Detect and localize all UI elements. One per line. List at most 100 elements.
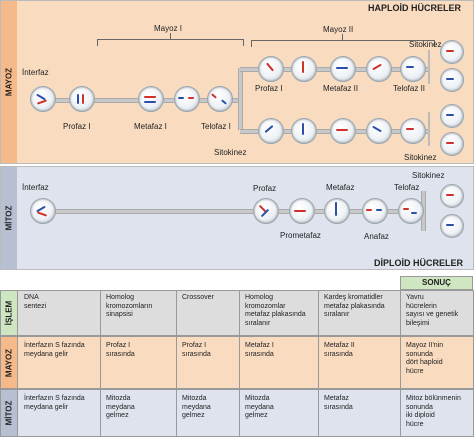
mitosis-side-label: MİTOZ	[1, 167, 17, 269]
table-cell: Kardeş kromatidler metafaz plakasında sı…	[324, 294, 385, 318]
profaz2-label: Profaz I	[255, 84, 283, 93]
col-divider	[176, 290, 177, 437]
mayoz2-bracket-tick	[342, 34, 343, 40]
table-cell: Metafaz II sırasında	[324, 342, 355, 358]
prometafaz-label: Prometafaz	[280, 231, 321, 240]
haploid-title: HAPLOİD HÜCRELER	[368, 3, 462, 13]
anafaz2-top-cell	[330, 56, 356, 82]
haploid-cell	[440, 68, 464, 92]
table-cell: Homolog kromozomların sinapsisi	[106, 294, 153, 318]
row-mayoz-label: MAYOZ	[1, 337, 17, 388]
mitosis-interfaz-label: İnterfaz	[22, 183, 49, 192]
chromosome	[446, 224, 454, 226]
chromosome	[336, 67, 348, 69]
haploid-bracket-bottom	[428, 112, 430, 146]
chromosome	[178, 97, 184, 99]
chromosome	[336, 129, 348, 131]
profaz-label: Profaz	[253, 184, 277, 193]
sitokinez-mid-label: Sitokinez	[214, 148, 247, 157]
table-cell: Mitozda meydana gelmez	[245, 395, 274, 419]
profaz1-label: Profaz I	[63, 122, 91, 131]
chromosome	[82, 94, 84, 104]
table-cell: Mitozda meydana gelmez	[106, 395, 135, 419]
metafaz2-top-cell	[291, 56, 317, 82]
row-islem	[0, 290, 474, 336]
table-cell: Homolog kromozomlar metafaz plakasında s…	[245, 294, 306, 327]
mitosis-interfaz-cell	[30, 198, 56, 224]
sitokinez-mitosis-label: Sitokinez	[412, 171, 445, 180]
mayoz2-label: Mayoz II	[323, 25, 354, 34]
table-cell: Crossover	[182, 294, 214, 301]
telofaz2-top-cell-b	[400, 56, 426, 82]
haploid-cell	[440, 132, 464, 156]
chromosome	[406, 66, 414, 68]
diploid-cell	[440, 214, 464, 238]
mitosis-panel	[0, 166, 474, 270]
col-divider	[239, 290, 240, 437]
chromosome	[302, 61, 304, 73]
mayoz2-bracket-left	[251, 40, 252, 47]
col-divider	[400, 276, 401, 437]
table-cell: Mayoz II'nin sonunda dört haploid hücre	[406, 342, 444, 375]
chromosome	[376, 209, 382, 211]
table-cell: Mitozda meydana gelmez	[182, 395, 211, 419]
mayoz1-bracket-left	[97, 39, 98, 46]
row-mayoz	[0, 336, 474, 389]
telofaz-cell	[398, 198, 424, 224]
mayoz2-bracket	[251, 40, 435, 41]
chromosome	[411, 212, 417, 214]
metafaz1-cell	[138, 86, 164, 112]
row-islem-label: İŞLEM	[1, 291, 17, 335]
metafaz2-label: Metafaz II	[323, 84, 359, 93]
anafaz-cell	[362, 198, 388, 224]
anafaz2-bottom-cell	[330, 118, 356, 144]
chromosome	[446, 78, 454, 80]
table-cell: İnterfazın S fazında meydana gelir	[24, 395, 85, 411]
chromosome	[188, 97, 194, 99]
table-cell: Mitoz bölünmenin sonunda iki diploid hüc…	[406, 395, 461, 428]
mitosis-arrow	[52, 209, 422, 214]
chromosome	[335, 202, 337, 216]
chromosome	[446, 142, 454, 144]
meiosis-split-v	[238, 68, 243, 130]
chromosome	[446, 194, 454, 196]
metafaz-cell	[324, 198, 350, 224]
sonuc-header-text: SONUÇ	[422, 278, 451, 287]
chromosome	[302, 123, 304, 135]
mayoz1-bracket-right	[243, 39, 244, 46]
haploid-bracket-top	[428, 50, 430, 84]
chromosome	[366, 209, 372, 211]
col-divider	[318, 290, 319, 437]
chromosome	[144, 101, 156, 103]
table-cell: Metafaz I sırasında	[245, 342, 274, 358]
col-divider	[17, 290, 18, 437]
telofaz1-label: Telofaz I	[201, 122, 231, 131]
mayoz1-bracket-tick	[170, 33, 171, 39]
haploid-cell	[440, 40, 464, 64]
chromosome	[403, 208, 409, 210]
meiosis-interfaz-label: İnterfaz	[22, 68, 49, 77]
telofaz2-bottom-cell-b	[400, 118, 426, 144]
table-cell: Profaz I sırasında	[182, 342, 211, 358]
metafaz2-bottom-cell	[291, 118, 317, 144]
table-cell: DNA sentezi	[24, 294, 47, 310]
mayoz1-bracket	[97, 39, 244, 40]
telofaz2-top-cell	[366, 56, 392, 82]
telofaz1-cell	[207, 86, 233, 112]
chromosome	[446, 114, 454, 116]
telofaz-label: Telofaz	[394, 183, 420, 192]
mayoz2-bracket-right	[434, 40, 435, 47]
chromosome	[77, 94, 79, 104]
table-cell: Profaz I sırasında	[106, 342, 135, 358]
meiosis-side-label: MAYOZ	[1, 1, 17, 163]
telofaz2-label: Telofaz II	[393, 84, 426, 93]
diploid-title: DİPLOİD HÜCRELER	[374, 258, 464, 268]
sitokinez-bottom-label: Sitokinez	[404, 153, 437, 162]
meiosis-panel	[0, 0, 474, 164]
chromosome	[406, 128, 414, 130]
row-mitoz	[0, 389, 474, 437]
chromosome	[144, 96, 156, 98]
chromosome	[446, 50, 454, 52]
table-cell: Metafaz sırasında	[324, 395, 353, 411]
table-cell: İnterfazın S fazında meydana gelir	[24, 342, 85, 358]
